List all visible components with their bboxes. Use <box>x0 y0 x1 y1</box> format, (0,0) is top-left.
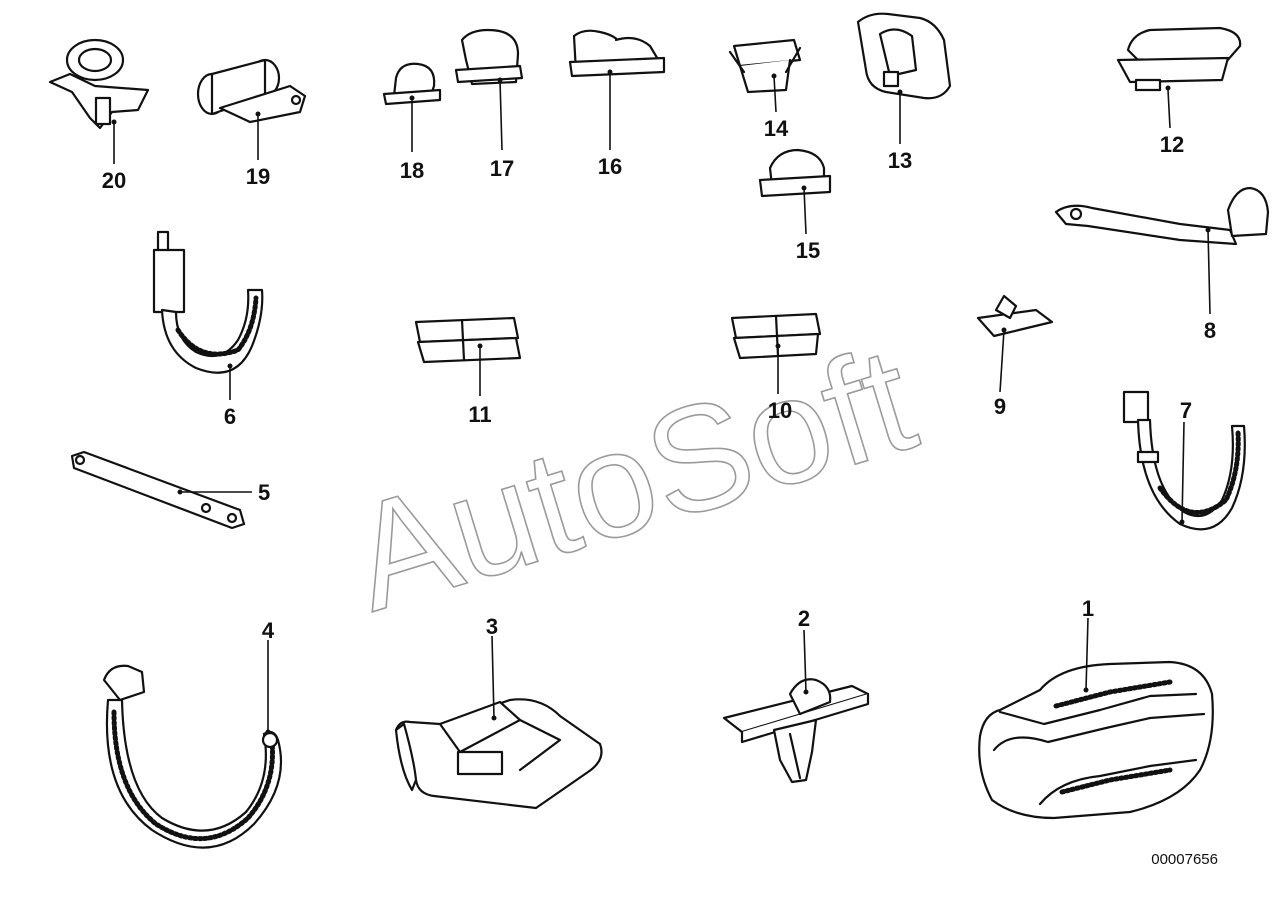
callout-4: 4 <box>262 618 275 643</box>
callout-20: 20 <box>102 168 126 193</box>
part-4-cable-tie <box>102 664 282 849</box>
part-10-double-clip <box>730 312 822 360</box>
callout-7: 7 <box>1180 398 1192 423</box>
part-13-holder <box>856 12 952 100</box>
callout-8: 8 <box>1204 318 1216 343</box>
callout-19: 19 <box>246 164 270 189</box>
part-6-cable-tie <box>152 230 264 374</box>
callout-13: 13 <box>888 148 912 173</box>
callout-5: 5 <box>258 480 270 505</box>
part-14-spring-clip <box>728 38 802 94</box>
callout-16: 16 <box>598 154 622 179</box>
part-17-clip <box>454 28 524 86</box>
part-20-cable-clip <box>48 38 150 130</box>
part-11-double-clip <box>414 316 522 364</box>
part-18-small-clip <box>382 62 442 106</box>
leader-lines <box>111 69 1211 735</box>
part-7-cable-tie <box>1122 390 1246 531</box>
part-16-double-clip <box>568 29 666 78</box>
callout-2: 2 <box>798 606 810 631</box>
callout-9: 9 <box>994 394 1006 419</box>
part-3-holder <box>394 698 603 810</box>
part-2-clip <box>722 678 870 784</box>
part-9-clip <box>976 294 1054 338</box>
callout-15: 15 <box>796 238 820 263</box>
part-19-grommet-clip <box>196 58 307 124</box>
part-1-clamp <box>978 660 1214 820</box>
part-15-clip <box>758 148 832 198</box>
callout-10: 10 <box>768 398 792 423</box>
document-number: 00007656 <box>1151 851 1218 868</box>
part-12-clip <box>1116 26 1242 92</box>
callout-17: 17 <box>490 156 514 181</box>
part-5-strip <box>70 450 246 530</box>
callout-12: 12 <box>1160 132 1184 157</box>
callout-11: 11 <box>468 402 491 427</box>
callout-labels: 20 19 18 17 16 14 13 12 15 6 11 10 9 8 7… <box>102 116 1216 643</box>
callout-14: 14 <box>764 116 789 141</box>
callout-6: 6 <box>224 404 236 429</box>
callout-18: 18 <box>400 158 424 183</box>
watermark-text: AutoSoft <box>332 314 931 643</box>
callout-1: 1 <box>1082 596 1094 621</box>
callout-3: 3 <box>486 614 498 639</box>
part-8-bracket <box>1054 186 1270 246</box>
